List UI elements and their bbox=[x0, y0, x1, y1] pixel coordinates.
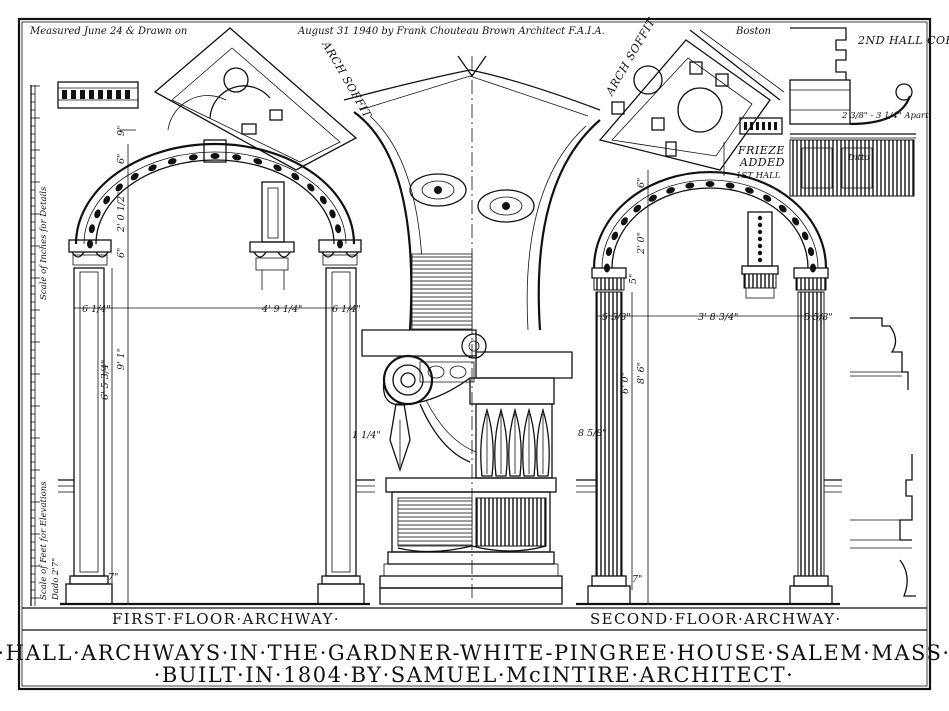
arch-soffit-left bbox=[153, 27, 358, 171]
second-overall-dim: 8' 6" bbox=[636, 362, 647, 384]
frieze-detail bbox=[723, 117, 915, 197]
first-arch-rise-dim: 2' 0 1/2" bbox=[116, 192, 127, 233]
header-author: August 31 1940 by Frank Chouteau Brown A… bbox=[297, 26, 605, 37]
feet-scale-label: Scale of Feet for Elevations bbox=[39, 481, 49, 600]
header-city: Boston bbox=[735, 26, 771, 37]
moulding-profiles bbox=[850, 317, 916, 597]
first-floor-caption: FIRST·FLOOR·ARCHWAY· bbox=[112, 610, 340, 628]
dentil-detail bbox=[57, 81, 139, 109]
second-arch-rise-dim: 2' 0" bbox=[636, 232, 647, 255]
inches-scale-label: Scale of Inches for Details bbox=[39, 186, 49, 300]
second-spring-dim: 6' 0" bbox=[620, 372, 631, 394]
second-floor-caption: SECOND·FLOOR·ARCHWAY· bbox=[590, 610, 842, 628]
arch-soffit-left-label: ARCH SOFFIT bbox=[319, 38, 375, 121]
inner-border bbox=[21, 21, 928, 687]
first-pier-right-dim: 6 1/4" bbox=[332, 304, 361, 315]
second-pier-left-dim: 5 5/8" bbox=[602, 312, 631, 323]
first-base-dim: 7" bbox=[108, 572, 118, 583]
second-hall-label: 2ND HALL COR. bbox=[857, 34, 949, 47]
first-offset-dim: 1 1/4" bbox=[352, 430, 381, 441]
second-pier-right-dim: 5 5/8" bbox=[804, 312, 833, 323]
header-measured: Measured June 24 & Drawn on bbox=[29, 26, 187, 37]
first-impost-dim: 6" bbox=[116, 248, 127, 258]
ditto-label: Ditto bbox=[847, 153, 869, 163]
added-label: ADDED bbox=[739, 156, 785, 169]
outer-border bbox=[17, 17, 932, 691]
arch-soffit-right-label: ARCH SOFFIT bbox=[603, 15, 659, 98]
central-vault bbox=[343, 55, 601, 600]
second-opening-dim: 3' 8 3/4" bbox=[698, 312, 738, 323]
second-impost-dim: 5" bbox=[628, 274, 639, 284]
hall-cornice-detail bbox=[789, 27, 916, 139]
first-floor-archway bbox=[58, 129, 375, 606]
title-line-1: ·HALL·ARCHWAYS·IN·THE·GARDNER-WHITE-PING… bbox=[0, 641, 949, 665]
scale-bars: Scale of Inches for Details Scale of Fee… bbox=[30, 85, 61, 606]
first-opening-dim: 4' 9 1/4" bbox=[261, 304, 302, 315]
title-line-2: ·BUILT·IN·1804·BY·SAMUEL·McINTIRE·ARCHIT… bbox=[154, 663, 795, 687]
first-overall-dim: 9' 1" bbox=[116, 348, 127, 370]
apart-label: 2 3/8" - 3 1/4" Apart bbox=[841, 111, 929, 121]
arch-soffit-right bbox=[598, 29, 785, 171]
first-hall-label: 1ST HALL bbox=[736, 171, 781, 181]
frieze-label: FRIEZE bbox=[737, 144, 785, 157]
first-spring-dim: 6' 5 3/4" bbox=[100, 360, 111, 400]
first-mid-dim: 6" bbox=[116, 154, 127, 164]
dado-label: Dado 2'7" bbox=[51, 558, 61, 601]
second-reveal-dim: 8 5/8" bbox=[578, 428, 607, 439]
capital-detail bbox=[361, 329, 573, 605]
second-base-dim: 7" bbox=[632, 574, 642, 585]
first-keystone-dim: 9" bbox=[116, 126, 127, 136]
second-top-dim: 6" bbox=[636, 178, 647, 188]
first-pier-left-dim: 6 1/4" bbox=[82, 304, 111, 315]
second-floor-archway bbox=[576, 170, 842, 606]
